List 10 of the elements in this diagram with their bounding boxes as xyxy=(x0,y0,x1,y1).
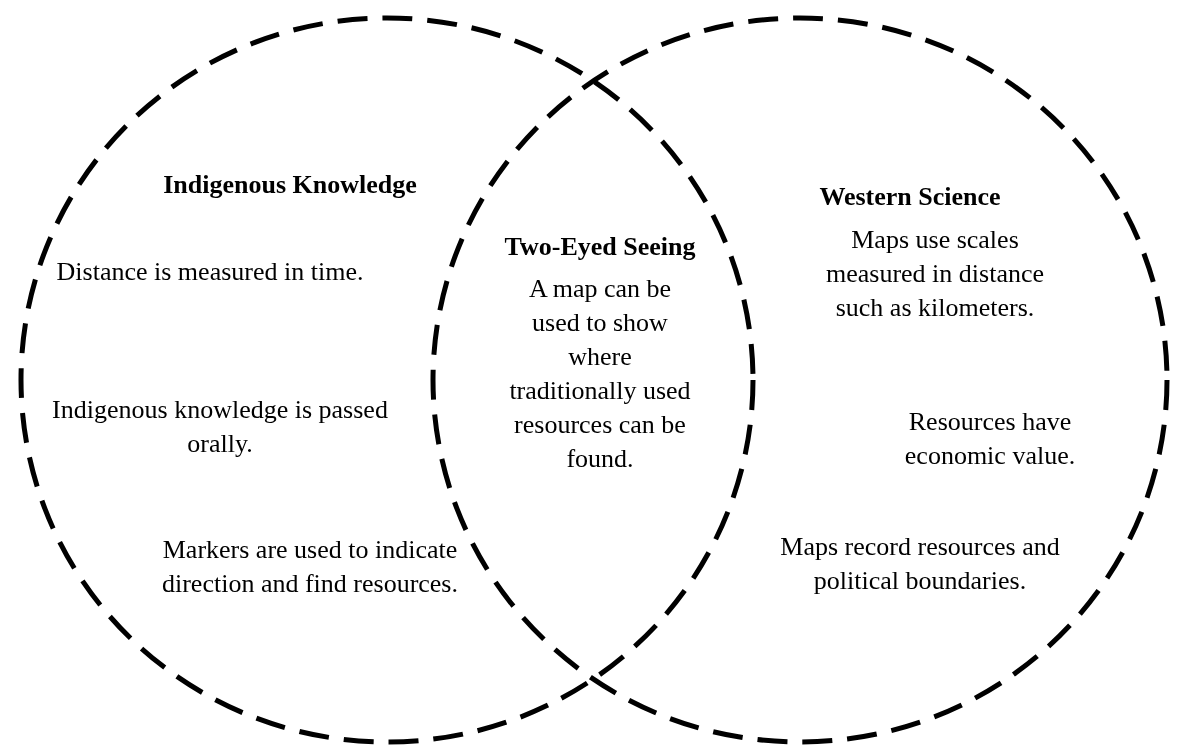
circle-text: Resources have economic value. xyxy=(903,406,1077,472)
circle-text: Indigenous knowledge is passed orally. xyxy=(51,394,389,460)
circle-text: Distance is measured in time. xyxy=(55,256,365,288)
circle-heading: Western Science xyxy=(818,181,1002,213)
overlap-heading: Two-Eyed Seeing xyxy=(503,231,697,263)
circle-heading: Indigenous Knowledge xyxy=(162,169,418,201)
circle-text: Markers are used to indicate direction and find resources. xyxy=(161,534,459,600)
circle-text: Maps use scales measured in distance such as kilometers. xyxy=(825,224,1045,324)
overlap-text: A map can be used to show where traditionally used resources can be found. xyxy=(508,273,692,475)
circle-text: Maps record resources and political boundaries. xyxy=(779,531,1061,597)
